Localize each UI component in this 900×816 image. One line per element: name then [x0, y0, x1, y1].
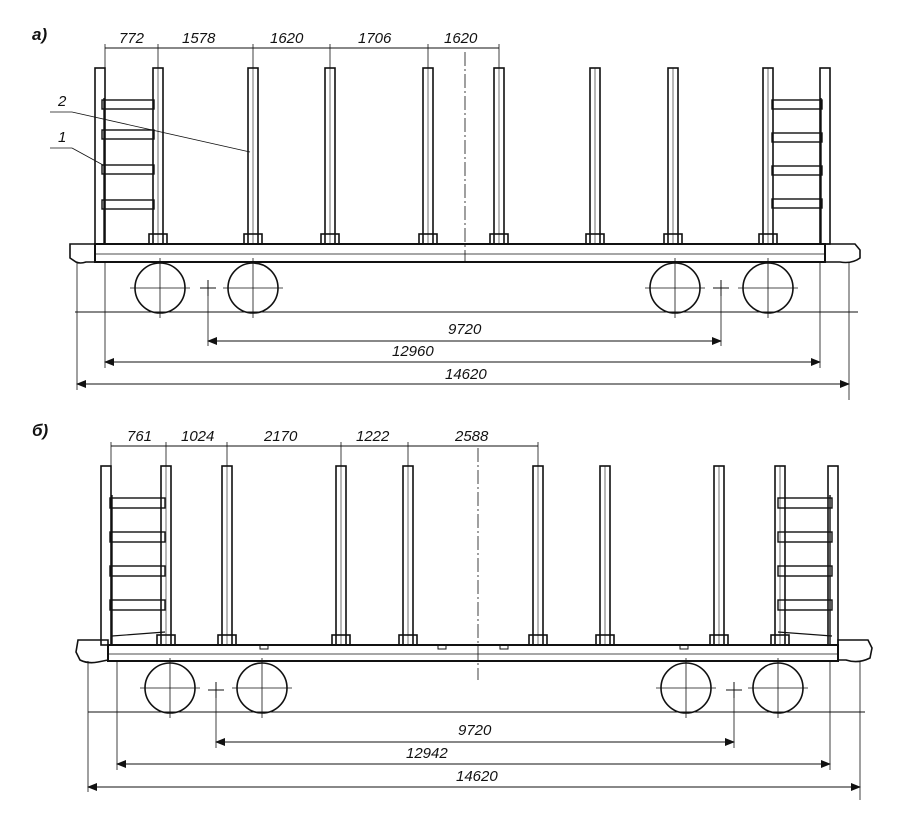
wheel [645, 258, 705, 318]
view-b-label: б) [32, 421, 49, 440]
stanchion [331, 465, 351, 646]
callout-number: 2 [57, 93, 67, 110]
view-b-top-dimensions: 761 1024 2170 1222 2588 [110, 428, 539, 466]
view-b-right-ladder [777, 495, 833, 645]
stanchion [585, 67, 605, 245]
stanchion [709, 465, 729, 646]
view-a-left-ladder [101, 98, 155, 244]
dim-label: 1222 [356, 428, 390, 445]
wheel [130, 258, 190, 318]
view-b: б) [32, 421, 873, 800]
view-b-stanchions [156, 465, 790, 646]
dim-label: 772 [119, 30, 145, 47]
view-a-bottom-dimensions: 9720 12960 14620 [75, 262, 858, 400]
stanchion [156, 465, 176, 646]
dim-label: 1620 [270, 30, 304, 47]
view-b-bottom-dimensions: 9720 12942 14620 [87, 661, 865, 800]
view-a-right-ladder [771, 98, 823, 244]
view-a-top-dimensions: 772 1578 1620 1706 1620 [104, 30, 500, 68]
dim-label: 9720 [458, 722, 492, 739]
dim-label: 12960 [392, 343, 434, 360]
stanchion [770, 465, 790, 646]
stanchion [243, 67, 263, 245]
stanchion [217, 465, 237, 646]
stanchion [148, 67, 168, 245]
view-b-wheels [140, 658, 808, 718]
dim-label: 1578 [182, 30, 216, 47]
wheel [223, 258, 283, 318]
dim-label: 2170 [263, 428, 298, 445]
dim-label: 1620 [444, 30, 478, 47]
dim-label: 1706 [358, 30, 392, 47]
stanchion [489, 67, 509, 245]
stanchion [663, 67, 683, 245]
stanchion [758, 67, 778, 245]
dim-label: 2588 [454, 428, 489, 445]
dim-label: 761 [127, 428, 152, 445]
callout-number: 1 [58, 129, 66, 146]
view-a-wheels [130, 258, 798, 318]
stanchion [398, 465, 418, 646]
dim-label: 12942 [406, 745, 448, 762]
dim-label: 14620 [445, 366, 487, 383]
stanchion [528, 465, 548, 646]
view-a-label: а) [32, 25, 47, 44]
wheel [748, 658, 808, 718]
stanchion [320, 67, 340, 245]
wheel [140, 658, 200, 718]
dim-label: 14620 [456, 768, 498, 785]
view-b-frame [75, 448, 873, 680]
dim-label: 9720 [448, 321, 482, 338]
dim-label: 1024 [181, 428, 214, 445]
view-a-stanchions [148, 67, 778, 245]
wheel [656, 658, 716, 718]
stanchion [595, 465, 615, 646]
wheel [232, 658, 292, 718]
view-a: а) [32, 25, 861, 400]
view-a-frame [69, 52, 861, 264]
view-a-callouts: 2 1 [50, 93, 251, 166]
wheel [738, 258, 798, 318]
stanchion [418, 67, 438, 245]
view-b-left-ladder [109, 495, 166, 645]
